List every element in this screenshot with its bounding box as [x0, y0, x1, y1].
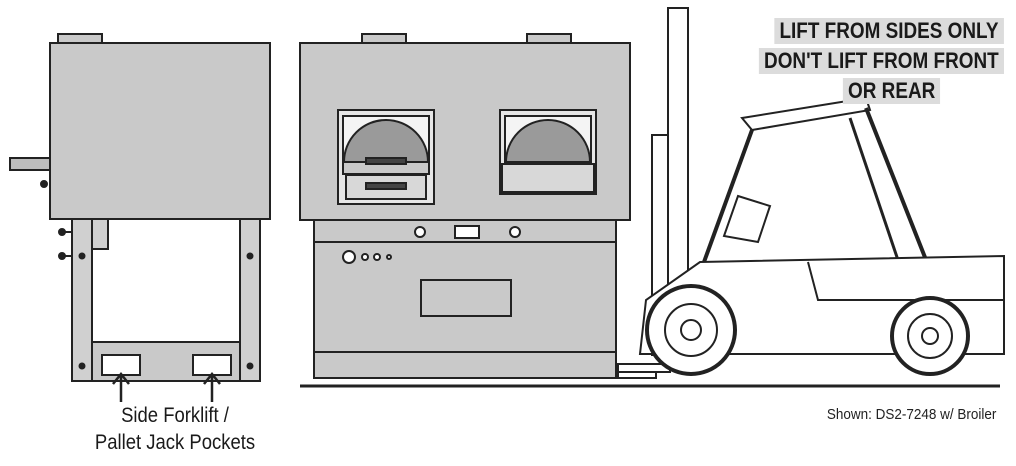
front-view-oven — [299, 33, 631, 379]
warning-line-1: LIFT FROM SIDES ONLY — [774, 18, 1004, 44]
warning-line-2: DON'T LIFT FROM FRONT — [759, 48, 1004, 74]
warning-line-3: OR REAR — [842, 78, 940, 104]
side-view-oven — [9, 33, 271, 402]
model-note: Shown: DS2-7248 w/ Broiler — [826, 406, 996, 423]
pocket-caption-line-2: Pallet Jack Pockets — [94, 431, 256, 454]
forklift[interactable] — [617, 7, 1005, 379]
pocket-caption-line-1: Side Forklift / — [121, 404, 229, 427]
pocket-caption: Side Forklift / Pallet Jack Pockets — [74, 402, 276, 456]
